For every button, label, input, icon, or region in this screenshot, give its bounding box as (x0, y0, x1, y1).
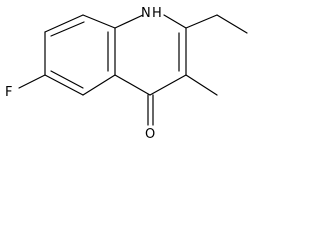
bond-c3-c4 (149, 74, 187, 96)
substituents (18, 14, 248, 126)
benzene-ring (44, 14, 116, 96)
bond-c3-methyl (185, 74, 218, 96)
bond-ethyl-ch2-ch3 (216, 14, 248, 34)
structure-canvas: N H O F (0, 0, 252, 147)
bond-c6-c5 (44, 74, 84, 96)
molecule-structure: N H O F (5, 6, 248, 142)
pyridone-ring (114, 14, 187, 96)
bond-c8-c7 (44, 14, 84, 33)
bond-c4-c4a (114, 74, 151, 96)
atom-label-o: O (145, 127, 155, 142)
bond-c8-c7-inner (50, 21, 85, 37)
bond-n1-c2 (163, 14, 187, 29)
bond-c8a-c8 (82, 14, 116, 29)
bond-c6-c5-inner (50, 70, 84, 89)
atom-label-nh: H (152, 6, 162, 21)
atom-label-n: N (141, 6, 151, 21)
atom-labels: N H O F (5, 6, 162, 142)
bond-c8a-n1 (114, 14, 144, 29)
bond-c2-ethyl-ch2 (185, 14, 218, 29)
bond-c5-c4a (82, 74, 116, 96)
atom-label-f: F (5, 85, 12, 100)
bond-c6-f (18, 74, 46, 89)
